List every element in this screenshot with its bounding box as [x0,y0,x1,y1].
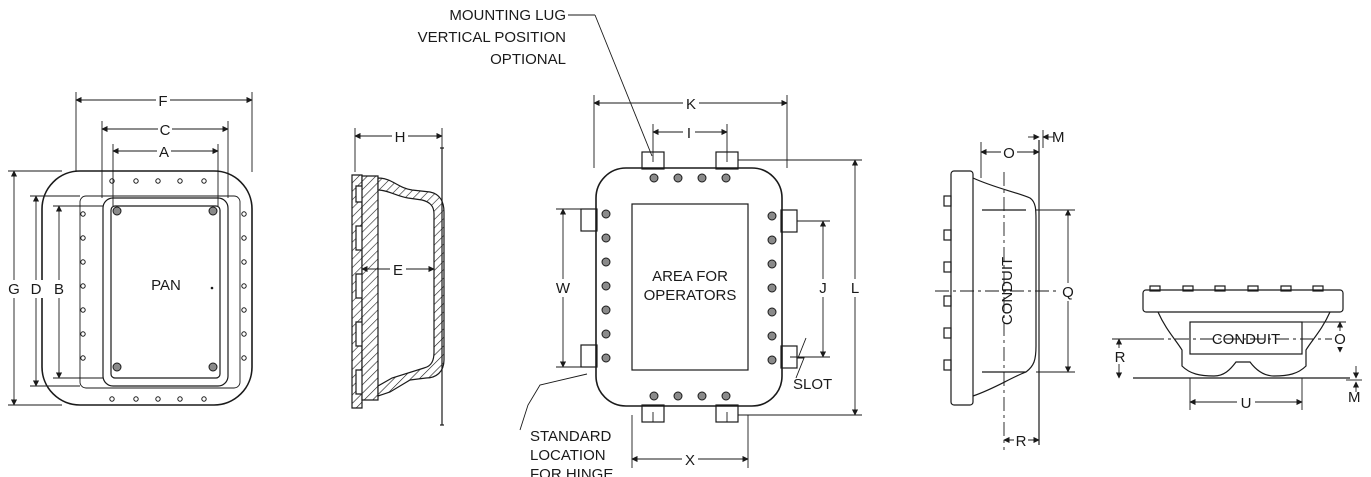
dim-i-label: I [687,125,691,142]
operator-area-label-1: AREA FOR [652,268,728,285]
flange-holes [80,178,247,402]
dim-j-label: J [819,280,827,297]
dim-k-label: K [686,96,696,113]
dim-d-label: D [31,281,42,298]
cover-bolts [601,173,777,401]
hinge-note-1: STANDARD [530,428,612,445]
hinge-note-2: LOCATION [530,447,606,464]
conduit-bottom-label: CONDUIT [1212,331,1280,348]
flange-bolt-heads [943,195,952,371]
pan-body [102,197,229,387]
dim-u-label: U [1241,395,1252,412]
conduit-side-label: CONDUIT [999,257,1016,325]
mounting-lugs [580,151,798,423]
side-exterior-view: CONDUIT O M Q R [935,129,1076,450]
side-section-view: H E [351,128,445,426]
cover-section [351,174,363,409]
operator-area-label-2: OPERATORS [644,287,737,304]
bottom-bolt-heads [1149,285,1324,292]
dim-b-label: B [54,281,64,298]
flange-inner [79,195,241,389]
mounting-lug-note-2: VERTICAL POSITION [418,29,566,46]
pan-corner-bolts [112,206,218,372]
dim-r-bottom-label: R [1115,349,1126,366]
dim-l-label: L [851,280,859,297]
dim-w-label: W [556,280,571,297]
cover-outline [595,167,783,407]
box-profile [972,177,1037,397]
dim-o-side-label: O [1003,145,1015,162]
conduit-bottom-outline [1189,321,1303,355]
pan-label: PAN [151,277,181,294]
pan-inner [110,205,221,379]
box-wall-section [377,177,445,397]
mounting-lug-note-3: OPTIONAL [490,51,566,68]
dim-e-label: E [393,262,403,279]
dim-f-label: F [158,93,167,110]
pan-view: F C A G D B PAN [5,92,253,406]
dim-m-bottom-label: M [1348,389,1361,406]
bottom-flange [1142,289,1344,313]
operator-area [631,203,749,371]
flange-edge [950,170,974,406]
dim-r-side-label: R [1016,433,1027,450]
dim-g-label: G [8,281,20,298]
dim-o-bottom-label: O [1334,331,1346,348]
bottom-box-profile [1157,311,1331,377]
dim-h-label: H [395,129,406,146]
dim-q-label: Q [1062,284,1074,301]
dim-a-label: A [159,144,169,161]
front-cover-view: K I L J W X AREA FOR OPERATORS SLOT [418,7,862,477]
bottom-view: CONDUIT R O M U [1112,285,1362,412]
mounting-lug-note-1: MOUNTING LUG [449,7,566,24]
hinge-note-3: FOR HINGE [530,466,613,477]
slot-label: SLOT [793,376,832,393]
dim-m-side-label: M [1052,129,1065,146]
flange-section [361,175,379,401]
dim-x-label: X [685,452,695,469]
dim-c-label: C [160,122,171,139]
